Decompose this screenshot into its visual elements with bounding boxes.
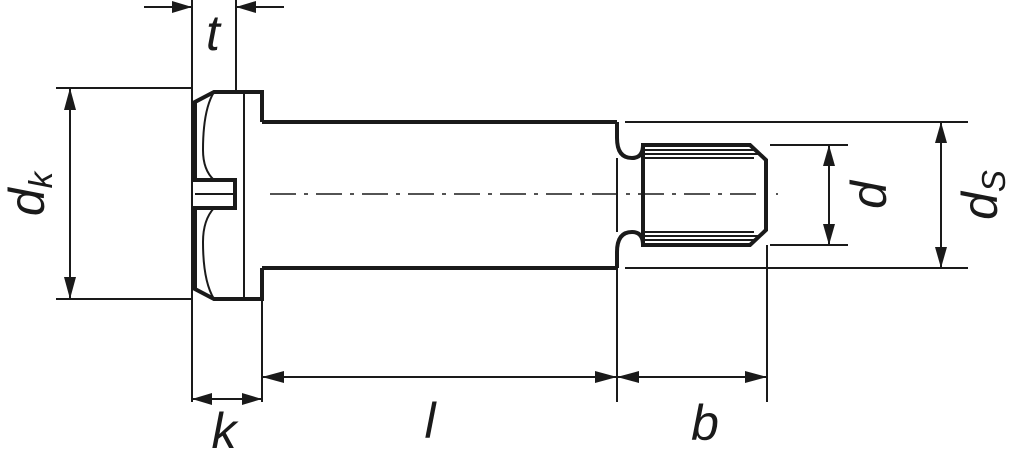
- dimension-dk: [64, 88, 76, 299]
- label-l: l: [424, 393, 437, 449]
- dimension-l: [262, 371, 617, 383]
- label-b: b: [691, 395, 719, 451]
- label-dk: dk: [0, 170, 59, 216]
- dimension-d: [823, 145, 835, 245]
- label-ds: dS: [952, 170, 1012, 220]
- label-k: k: [212, 403, 240, 459]
- thread-outline: [641, 143, 768, 247]
- dimension-t: [144, 1, 284, 13]
- undercut-upper: [615, 122, 645, 161]
- head-chamfer-upper: [201, 91, 215, 181]
- undercut-lower: [615, 229, 645, 268]
- dimension-ds: [935, 122, 947, 268]
- dimension-k: [192, 393, 262, 405]
- label-t: t: [206, 5, 222, 61]
- extension-lines: [56, 0, 968, 402]
- screw-outline: [193, 90, 778, 301]
- dimension-b: [617, 371, 767, 383]
- label-d: d: [841, 179, 897, 209]
- thread-hatching: [643, 149, 766, 241]
- head-chamfer-lower: [201, 207, 215, 300]
